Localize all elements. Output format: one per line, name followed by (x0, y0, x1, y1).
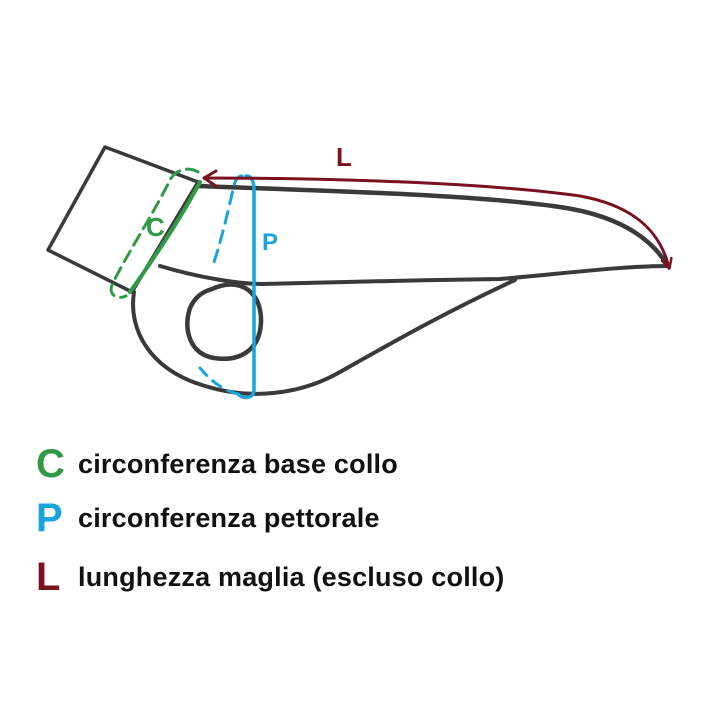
legend-text-c: circonferenza base collo (78, 448, 398, 479)
label-c: C (146, 212, 165, 242)
legend-item-p: P circonferenza pettorale (36, 494, 380, 542)
c-measure-front (128, 180, 202, 294)
body-bottom-outline (131, 278, 517, 396)
legend-letter-l: L (36, 554, 61, 599)
c-measure-back-dashed (109, 167, 200, 299)
label-l: L (336, 142, 352, 172)
p-measure-lower-dashed (198, 366, 240, 396)
body-top-outline (195, 183, 671, 269)
legend-letter-c: C (36, 441, 65, 486)
legend-text-l: lunghezza maglia (escluso collo) (78, 561, 505, 592)
legend-item-l: L lunghezza maglia (escluso collo) (36, 553, 504, 601)
p-measure-back-dashed (210, 174, 244, 270)
legend-text-p: circonferenza pettorale (78, 502, 380, 533)
label-p: P (262, 229, 278, 256)
legend-letter-p: P (36, 495, 63, 540)
l-measure-arrow (202, 176, 668, 264)
body-middle-outline (158, 264, 670, 287)
leg-hole-outline (185, 282, 264, 361)
l-arrow-start-head (202, 169, 218, 188)
legend-item-c: C circonferenza base collo (36, 440, 398, 488)
